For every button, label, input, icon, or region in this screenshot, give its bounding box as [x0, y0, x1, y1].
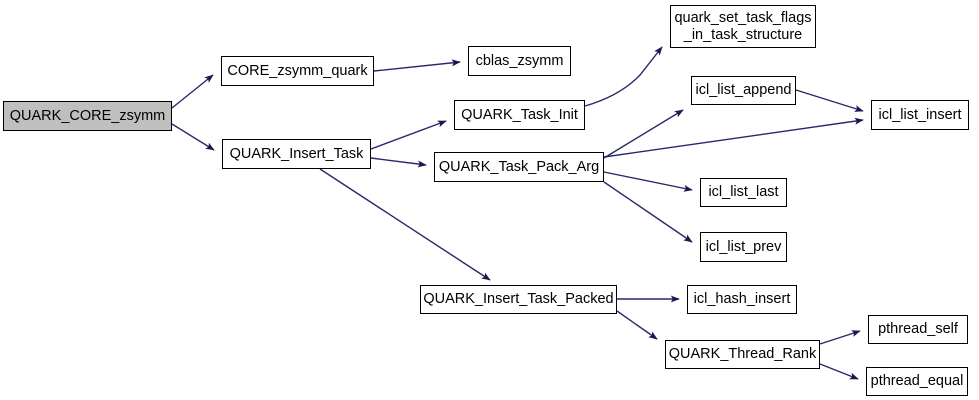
graph-node-icl_list_prev[interactable]: icl_list_prev: [700, 232, 787, 262]
call-edge-quark_task_pack_arg-to-icl_list_insert: [603, 117, 864, 158]
call-edge-quark_core_zsymm-to-quark_insert_task: [171, 123, 215, 151]
call-edge-core_zsymm_quark-to-cblas_zsymm: [373, 59, 461, 72]
call-edge-quark_task_pack_arg-to-icl_list_prev: [603, 181, 693, 243]
call-edge-quark_thread_rank-to-pthread_self: [819, 330, 861, 345]
graph-node-pthread_self[interactable]: pthread_self: [868, 315, 968, 344]
graph-node-quark_thread_rank[interactable]: QUARK_Thread_Rank: [665, 340, 820, 369]
graph-node-quark_core_zsymm[interactable]: QUARK_CORE_zsymm: [3, 101, 172, 131]
call-edge-quark_task_init-to-quark_set_task_flags: [584, 46, 663, 107]
graph-node-icl_list_insert[interactable]: icl_list_insert: [871, 100, 969, 130]
edges-group: [171, 46, 864, 380]
graph-node-quark_task_pack_arg[interactable]: QUARK_Task_Pack_Arg: [434, 152, 604, 182]
graph-node-quark_task_init[interactable]: QUARK_Task_Init: [454, 100, 585, 130]
graph-node-icl_hash_insert[interactable]: icl_hash_insert: [687, 285, 797, 314]
graph-node-core_zsymm_quark[interactable]: CORE_zsymm_quark: [221, 56, 374, 86]
graph-node-icl_list_last[interactable]: icl_list_last: [700, 178, 787, 207]
graph-node-icl_list_append[interactable]: icl_list_append: [691, 76, 796, 105]
graph-node-quark_insert_task_packed[interactable]: QUARK_Insert_Task_Packed: [420, 285, 617, 314]
call-edge-quark_insert_task_packed-to-quark_thread_rank: [616, 310, 658, 340]
call-edge-quark_insert_task-to-quark_task_pack_arg: [370, 157, 427, 168]
call-edge-quark_insert_task-to-quark_insert_task_packed: [319, 168, 491, 281]
call-edge-quark_task_pack_arg-to-icl_list_last: [603, 171, 693, 192]
call-edge-quark_thread_rank-to-pthread_equal: [819, 363, 859, 380]
call-edge-quark_core_zsymm-to-core_zsymm_quark: [171, 74, 214, 109]
call-edge-icl_list_append-to-icl_list_insert: [795, 89, 864, 112]
call-edge-quark_insert_task-to-quark_task_init: [370, 120, 447, 150]
graph-node-pthread_equal[interactable]: pthread_equal: [866, 367, 968, 396]
graph-node-quark_set_task_flags[interactable]: quark_set_task_flags _in_task_structure: [670, 5, 816, 48]
call-edge-quark_task_pack_arg-to-icl_list_append: [603, 109, 684, 159]
graph-node-cblas_zsymm[interactable]: cblas_zsymm: [468, 46, 571, 76]
graph-node-quark_insert_task[interactable]: QUARK_Insert_Task: [222, 139, 371, 169]
